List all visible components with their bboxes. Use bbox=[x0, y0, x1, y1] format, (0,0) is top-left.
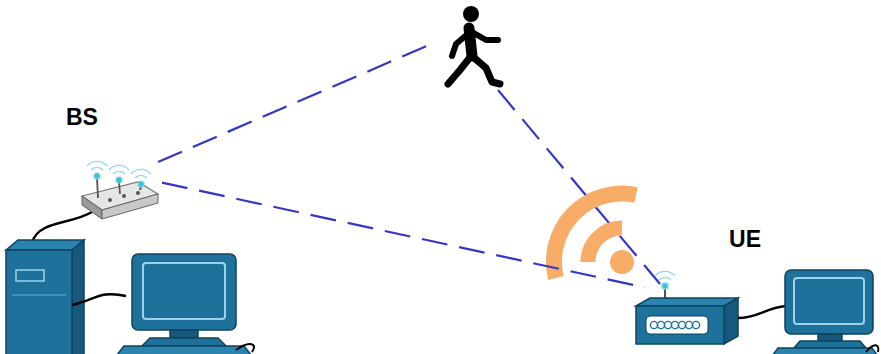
reflection-path bbox=[498, 90, 660, 284]
device-node: UE bbox=[645, 224, 769, 346]
wifi-symbol bbox=[554, 194, 636, 278]
cable bbox=[72, 294, 126, 305]
device-label: BS bbox=[66, 104, 98, 130]
ue-device bbox=[636, 271, 738, 344]
cable bbox=[236, 344, 254, 352]
signal-path bbox=[162, 183, 645, 288]
computer-monitor bbox=[116, 254, 252, 354]
cable bbox=[32, 212, 92, 242]
reflection-path bbox=[158, 42, 436, 162]
device-node: BS bbox=[60, 100, 162, 218]
computer-monitor bbox=[772, 270, 878, 354]
cable bbox=[738, 306, 786, 318]
router-icon bbox=[82, 161, 158, 219]
device-label: UE bbox=[729, 226, 761, 252]
computer-tower bbox=[6, 240, 84, 354]
pedestrian-figure bbox=[448, 6, 500, 84]
cable bbox=[866, 345, 878, 352]
